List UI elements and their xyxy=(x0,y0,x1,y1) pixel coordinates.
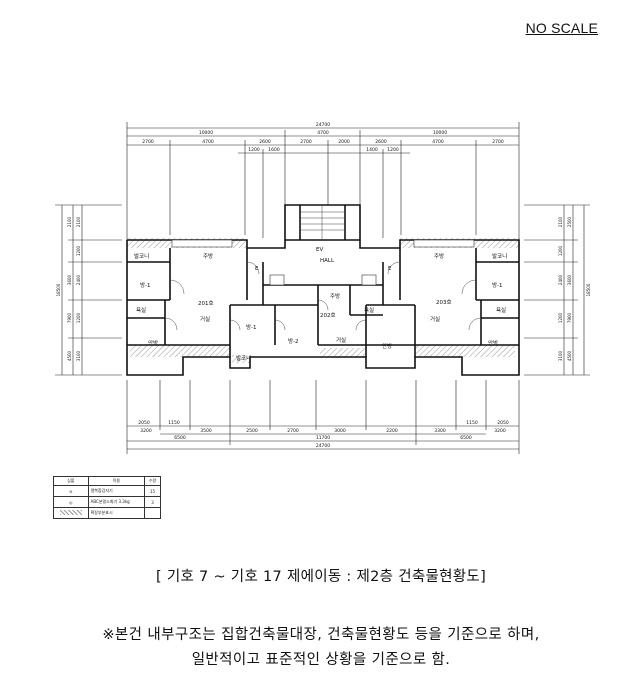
room-label-room1-center: 방-1 xyxy=(246,323,257,331)
legend-row: ⊖ 열복합감지기 15 xyxy=(53,485,161,497)
room-label-master-left: 안방 xyxy=(148,339,158,347)
dim-left: 7900 xyxy=(67,312,72,323)
dim-top-second: 10000 xyxy=(433,130,447,136)
room-label-unit-201: 201호 xyxy=(198,300,214,307)
room-label-master-center: 안방 xyxy=(382,342,392,350)
floor-plan: 발코니 주방 방-1 201호 거실 욕실 안방 HALL EV 방-1 방-2… xyxy=(55,122,591,454)
legend-row: ◎ ABC분말소화기 3.3kg 3 xyxy=(53,496,161,508)
dim-left: 3100 xyxy=(76,350,81,361)
dim-top-third: 2600 xyxy=(259,139,271,145)
dim-left: 1200 xyxy=(76,245,81,256)
legend-row: 확장부분표시 xyxy=(53,507,161,519)
legend-row-name: 열복합감지기 xyxy=(87,485,146,497)
dim-top-third: 4700 xyxy=(202,139,214,145)
dim-bottom-first: 2050 xyxy=(138,420,150,426)
room-label-ev: EV xyxy=(316,247,323,253)
room-label-bath-center: 욕실 xyxy=(364,306,374,314)
legend-header-symbol: 심볼 xyxy=(53,476,89,486)
room-label-bath-left: 욕실 xyxy=(136,306,146,314)
room-label-e-left: E xyxy=(255,266,259,272)
drawing-caption: [ 기호 7 ~ 기호 17 제에이동 : 제2층 건축물현황도] xyxy=(155,569,487,585)
dim-top-third: 2000 xyxy=(338,139,350,145)
room-label-balcony-left: 발코니 xyxy=(134,252,149,260)
room-label-master-right: 안방 xyxy=(488,339,498,347)
dim-left: 2100 xyxy=(67,216,72,227)
dim-top-overall: 24700 xyxy=(316,122,330,128)
dim-bottom-first: 2500 xyxy=(246,428,258,434)
dim-right: 4500 xyxy=(567,350,572,361)
hatch-swatch-icon xyxy=(53,507,89,519)
no-scale-label: NO SCALE xyxy=(525,20,598,36)
room-label-balcony-right: 발코니 xyxy=(492,252,507,260)
dim-left-overall: 18500 xyxy=(56,283,61,296)
dim-top-fourth: 1200 xyxy=(248,147,260,153)
legend-header-qty: 수량 xyxy=(144,476,161,486)
dim-bottom-third: 11700 xyxy=(316,435,330,441)
legend-row-qty: 15 xyxy=(144,485,161,497)
dim-bottom-first: 3500 xyxy=(200,428,212,434)
room-label-unit-203: 203호 xyxy=(436,299,452,306)
room-label-e-right: E xyxy=(388,266,392,272)
dim-top-second: 4700 xyxy=(317,130,329,136)
dim-top-third: 2700 xyxy=(142,139,154,145)
room-label-balcony-center: 발코니 xyxy=(236,354,251,362)
dim-top-fourth: 1400 xyxy=(366,147,378,153)
dim-right: 7900 xyxy=(567,312,572,323)
room-label-room1-right: 방-1 xyxy=(492,281,503,289)
dim-right: 2100 xyxy=(558,216,563,227)
room-label-bath-right: 욕실 xyxy=(496,306,506,314)
legend-row-qty: 3 xyxy=(144,496,161,508)
room-label-room1-left: 방-1 xyxy=(140,281,151,289)
dim-bottom-second: 3200 xyxy=(494,428,506,434)
dim-right-overall: 18500 xyxy=(586,283,591,296)
room-label-kitchen-left: 주방 xyxy=(203,252,213,260)
dim-top-second: 10000 xyxy=(199,130,213,136)
dim-bottom-second: 3200 xyxy=(140,428,152,434)
dim-left: 4500 xyxy=(67,350,72,361)
dim-left: 3600 xyxy=(67,274,72,285)
dim-left: 1200 xyxy=(76,312,81,323)
dim-top-third: 2700 xyxy=(492,139,504,145)
dim-bottom-third: 6500 xyxy=(460,435,472,441)
room-label-unit-202: 202호 xyxy=(320,312,336,319)
legend-row-name: 확장부분표시 xyxy=(87,507,146,519)
room-label-living-right: 거실 xyxy=(430,315,440,323)
room-label-room2-center: 방-2 xyxy=(288,337,299,345)
dim-bottom-overall: 24700 xyxy=(316,443,330,449)
legend-header-apply: 적용 xyxy=(87,476,146,486)
room-label-hall: HALL xyxy=(320,258,335,264)
dim-right: 1200 xyxy=(558,312,563,323)
dim-bottom-first: 2700 xyxy=(287,428,299,434)
dim-top-fourth: 1200 xyxy=(387,147,399,153)
dim-top-third: 4700 xyxy=(432,139,444,145)
room-label-living-left: 거실 xyxy=(200,315,210,323)
legend-row-name: ABC분말소화기 3.3kg xyxy=(87,496,146,508)
dim-bottom-first: 1150 xyxy=(466,420,478,426)
dim-left: 2400 xyxy=(76,274,81,285)
dim-left: 2100 xyxy=(76,216,81,227)
room-label-kitchen-center: 주방 xyxy=(330,292,340,300)
dim-bottom-first: 3000 xyxy=(334,428,346,434)
note-line-2: 일반적이고 표준적인 상황을 기준으로 함. xyxy=(191,652,451,668)
dim-right: 1200 xyxy=(558,245,563,256)
dim-bottom-first: 2200 xyxy=(386,428,398,434)
extinguisher-icon: ◎ xyxy=(53,496,89,508)
dim-bottom-first: 2050 xyxy=(497,420,509,426)
dim-bottom-first: 1150 xyxy=(168,420,180,426)
dim-top-third: 2700 xyxy=(300,139,312,145)
heat-detector-icon: ⊖ xyxy=(53,485,89,497)
legend-table: 심볼 적용 수량 ⊖ 열복합감지기 15 ◎ ABC분말소화기 3.3kg 3 … xyxy=(53,476,161,519)
dim-bottom-first: 3300 xyxy=(434,428,446,434)
room-label-kitchen-right: 주방 xyxy=(434,252,444,260)
dim-right: 2500 xyxy=(567,216,572,227)
dim-right: 3600 xyxy=(567,274,572,285)
legend-row-qty xyxy=(144,507,161,519)
room-label-living-center: 거실 xyxy=(336,336,346,344)
note-line-1: ※본건 내부구조는 집합건축물대장, 건축물현황도 등을 기준으로 하며, xyxy=(102,627,540,643)
dim-right: 3100 xyxy=(558,350,563,361)
dim-bottom-third: 6500 xyxy=(174,435,186,441)
dim-right: 2400 xyxy=(558,274,563,285)
dim-top-third: 2600 xyxy=(375,139,387,145)
dim-top-fourth: 1600 xyxy=(268,147,280,153)
